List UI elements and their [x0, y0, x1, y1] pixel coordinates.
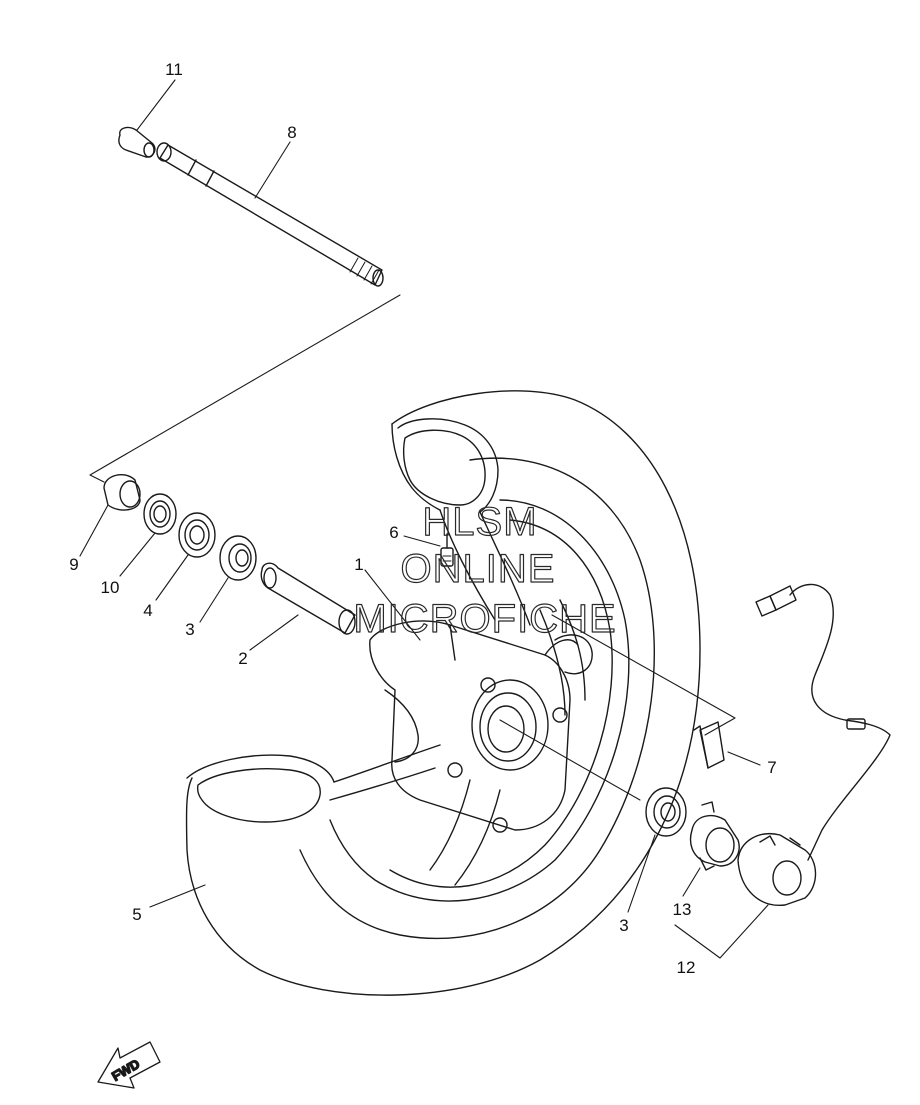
- tire-bottom-inner-loop: [196, 768, 321, 823]
- tire-bottom-cutaway: [186, 754, 335, 783]
- tire-top-cutaway: [391, 423, 441, 511]
- speedo-cable: [789, 583, 891, 861]
- bearing-3-left: [219, 535, 257, 581]
- callout-1: 1: [354, 555, 363, 574]
- spoke-lower: [429, 779, 501, 886]
- front-axle: [156, 142, 384, 287]
- bearing-4: [178, 512, 216, 558]
- hub-bore-inner: [487, 705, 525, 753]
- callout-2: 2: [238, 649, 247, 668]
- hub-boss: [552, 707, 568, 723]
- spoke-right: [539, 599, 586, 716]
- callout-4: 4: [143, 601, 152, 620]
- oil-seal: [143, 493, 177, 535]
- tire-top-inner-loop: [402, 429, 486, 506]
- hub-boss: [447, 762, 463, 778]
- callout-9: 9: [69, 555, 78, 574]
- callout-5: 5: [132, 905, 141, 924]
- hub-boss: [492, 817, 508, 833]
- spoke-left: [329, 744, 441, 801]
- watermark: HLSM ONLINE MICROFICHE: [353, 499, 617, 641]
- speedo-clutch: [689, 801, 740, 871]
- bearing-3-right: [645, 787, 687, 837]
- hub-bore-mid: [479, 692, 537, 762]
- leader-lines: [79, 79, 769, 959]
- callout-3-right: 3: [619, 916, 628, 935]
- rim-outer: [329, 499, 630, 902]
- callout-3-left: 3: [185, 620, 194, 639]
- hub-flange: [384, 624, 579, 763]
- callout-6: 6: [389, 523, 398, 542]
- wheel-assembly: [185, 390, 701, 996]
- watermark-line2: ONLINE: [401, 547, 556, 591]
- rim-inner: [389, 519, 613, 888]
- callout-11: 11: [165, 60, 183, 79]
- watermark-line1: HLSM: [422, 500, 537, 544]
- fwd-label: FWD: [109, 1056, 142, 1084]
- collar: [103, 474, 141, 511]
- callout-10: 10: [101, 578, 120, 597]
- callout-numbers: 11 8 9 10 4 3 2 1 6 7 5 3 13 12: [69, 60, 776, 977]
- speedo-gear-unit: [737, 583, 891, 906]
- hub-bore-outer: [471, 679, 549, 771]
- clip: [693, 721, 725, 769]
- callout-13: 13: [673, 900, 692, 919]
- callout-7: 7: [767, 758, 776, 777]
- watermark-line3: MICROFICHE: [353, 597, 616, 641]
- spoke-upper: [439, 509, 531, 626]
- tire-valve: [440, 533, 454, 567]
- spacer: [260, 562, 356, 635]
- disk-boss: [554, 634, 593, 675]
- tire-sidewall: [299, 457, 655, 940]
- axle-nut: [118, 126, 156, 158]
- callout-8: 8: [287, 123, 296, 142]
- callout-12: 12: [677, 958, 696, 977]
- tire-top-tread-loop: [397, 418, 499, 513]
- hub-boss: [480, 677, 496, 693]
- tire-outer-edge: [185, 390, 701, 996]
- hub-body: [369, 620, 571, 831]
- fwd-direction-arrow: FWD: [97, 1041, 161, 1089]
